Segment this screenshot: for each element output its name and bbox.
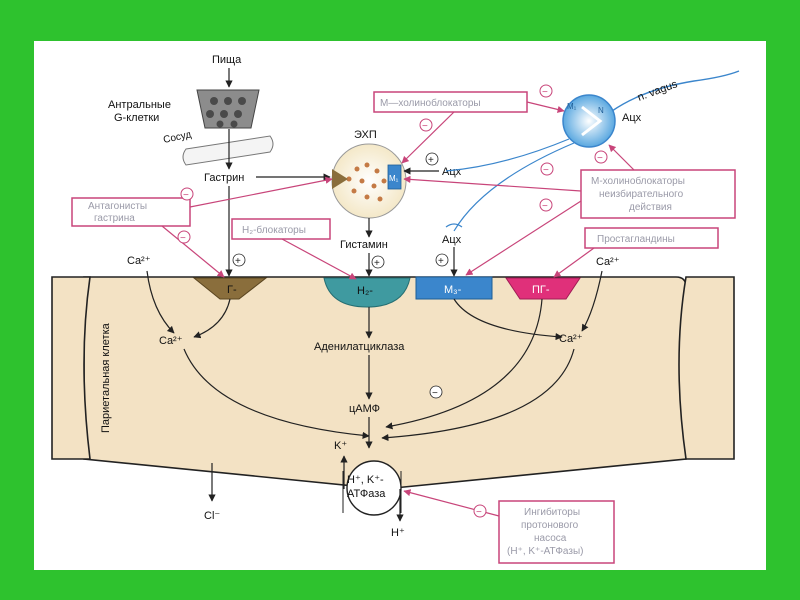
g-cell-granules xyxy=(206,97,246,128)
h-plus-label: H⁺ xyxy=(391,527,405,539)
neighbor-cell-left xyxy=(51,276,91,460)
k-plus-label: K⁺ xyxy=(334,440,347,452)
sign-plus-g: + xyxy=(235,256,241,267)
ca-left-label: Ca²⁺ xyxy=(127,255,151,267)
sign-plus-h2: + xyxy=(374,258,380,269)
atpase-label-2: АТФаза xyxy=(347,488,386,500)
box-gastrin-antagonists xyxy=(71,197,191,227)
sign-minus-nonsel-ecl: − xyxy=(543,165,549,176)
ca-left-inner-label: Ca²⁺ xyxy=(159,335,183,347)
box-prostaglandins-text: Простагландины xyxy=(597,234,675,245)
sign-minus-mchol-ecl: − xyxy=(422,121,428,132)
ca-right-label: Ca²⁺ xyxy=(596,256,620,268)
box-gastrin-antagonists-text-2: гастрина xyxy=(94,213,135,224)
vessel-label: Сосуд xyxy=(162,129,192,146)
cl-minus-label: Cl⁻ xyxy=(204,510,220,522)
g-receptor-label: Г- xyxy=(227,284,237,296)
sign-minus-nonsel-m3: − xyxy=(542,201,548,212)
ecl-label: ЭХП xyxy=(354,129,377,141)
diagram-svg: Париетальная клетка Г- H₂- M₃- ПГ- Пища … xyxy=(51,54,740,564)
neighbor-cell-right xyxy=(678,276,735,460)
g-receptor xyxy=(192,277,268,300)
antral-g-cells xyxy=(196,89,260,129)
adenylate-cyclase-label: Аденилатциклаза xyxy=(314,341,405,353)
ach-m3-label: Ацх xyxy=(442,234,462,246)
box-nonselective-text-1: М-холиноблокаторы xyxy=(591,175,685,187)
box-ppi-text-3: насоса xyxy=(534,533,567,544)
parietal-cell-body xyxy=(83,276,687,490)
ganglion-synapse xyxy=(581,105,603,137)
ganglion-n-label: N xyxy=(598,106,604,115)
sign-minus-ppi: − xyxy=(476,507,482,518)
box-ppi-text-1: Ингибиторы xyxy=(524,506,580,518)
sign-minus-antag-g: − xyxy=(180,233,186,244)
box-ppi xyxy=(498,500,615,564)
box-gastrin-antagonists-text-1: Антагонисты xyxy=(88,201,147,212)
box-nonselective-mchol xyxy=(580,169,736,219)
sign-plus-m3: + xyxy=(438,256,444,267)
ecl-m1-receptor xyxy=(387,164,402,190)
box-nonselective-text-3: действия xyxy=(629,202,672,213)
h2-receptor xyxy=(323,277,411,308)
ca-right-inner-label: Ca²⁺ xyxy=(559,333,583,345)
antral-g-cells-label-2: G-клетки xyxy=(114,112,159,124)
sign-minus-antag-ecl: − xyxy=(183,190,189,201)
box-nonselective-text-2: неизбирательного xyxy=(599,188,684,200)
atpase-label-1: H⁺, K⁺- xyxy=(347,474,384,486)
ganglion-m1-label: M₁ xyxy=(567,102,577,111)
m3-receptor-label: M₃- xyxy=(444,284,462,296)
box-prostaglandins xyxy=(584,227,719,249)
sign-minus-mchol-ganglion: − xyxy=(542,87,548,98)
histamine-label: Гистамин xyxy=(340,239,388,251)
antral-g-cells-label-1: Антральные xyxy=(108,99,171,111)
ach-ganglion-label: Ацх xyxy=(622,112,642,124)
pg-receptor-label: ПГ- xyxy=(532,284,550,296)
camp-label: цАМФ xyxy=(349,403,380,415)
ecl-m1-label: M₁ xyxy=(389,174,399,183)
parietal-cell-label: Париетальная клетка xyxy=(100,322,112,433)
box-m-cholinoblockers-text: М—холиноблокаторы xyxy=(380,97,481,109)
vagal-ganglion xyxy=(562,94,616,148)
box-h2-blockers xyxy=(231,218,331,240)
gastrin-label: Гастрин xyxy=(204,172,244,184)
sign-minus-nonsel-ganglion: − xyxy=(597,153,603,164)
box-ppi-text-2: протонового xyxy=(521,520,579,531)
ecl-gastrin-receptor xyxy=(332,169,348,189)
ach-ecl-label: Ацх xyxy=(442,166,462,178)
food-label: Пища xyxy=(212,54,242,66)
pg-receptor xyxy=(505,277,581,300)
vagus-nerve xyxy=(611,70,740,112)
ecl-granules xyxy=(346,162,387,202)
sign-plus-ach-ecl: + xyxy=(428,155,434,166)
blood-vessel xyxy=(182,135,274,166)
h2-receptor-label: H₂- xyxy=(357,285,373,297)
vagus-label: n. vagus xyxy=(636,78,680,104)
box-h2-blockers-text: H₂-блокаторы xyxy=(242,224,306,236)
box-ppi-text-4: (H⁺, K⁺-АТФазы) xyxy=(507,546,583,557)
diagram-canvas: Париетальная клетка Г- H₂- M₃- ПГ- Пища … xyxy=(34,41,766,570)
sign-minus-pg: − xyxy=(432,388,438,399)
